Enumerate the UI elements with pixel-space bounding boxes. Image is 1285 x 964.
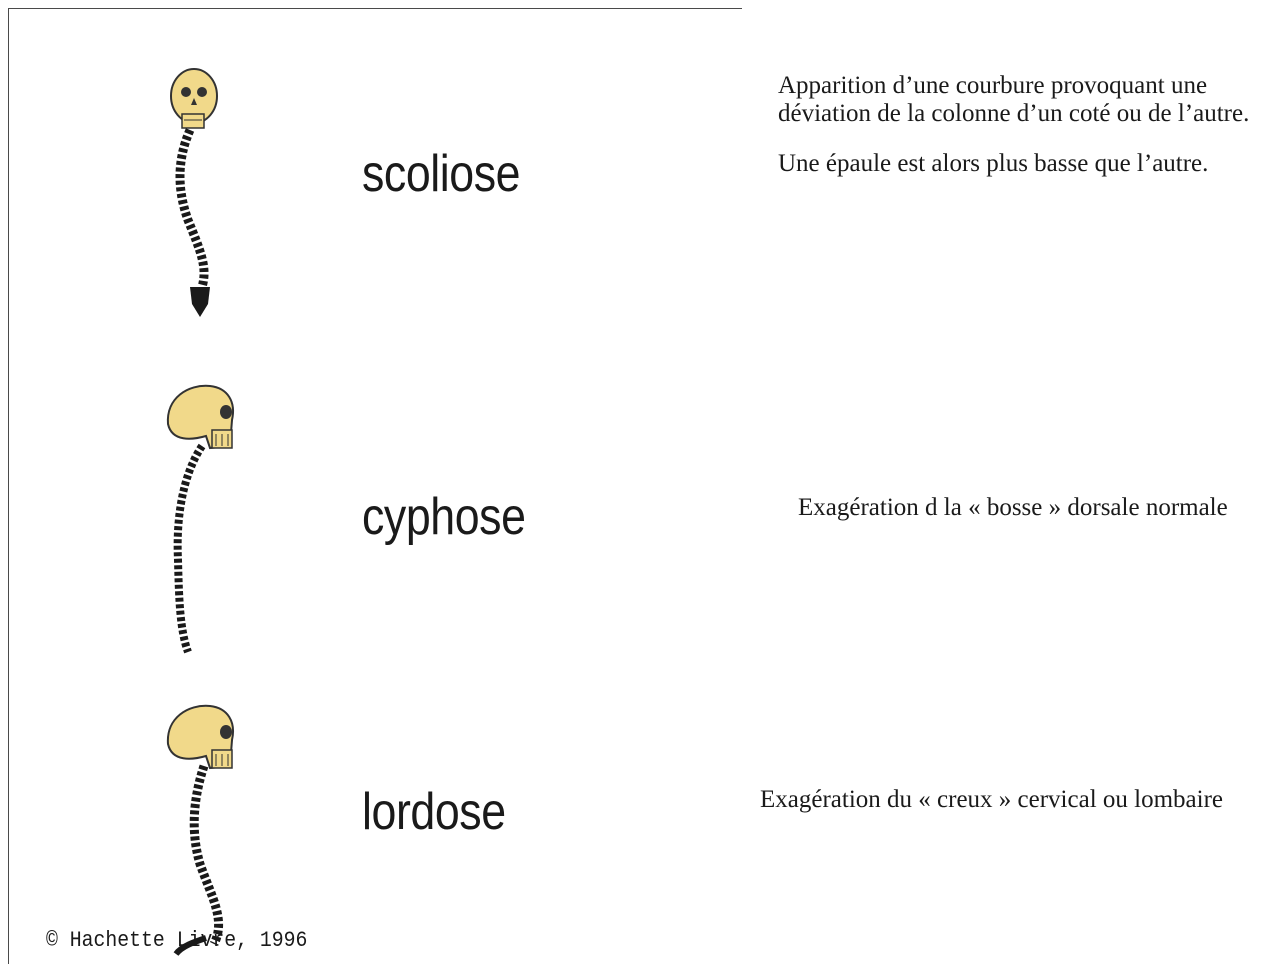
- label-lordose: lordose: [362, 786, 506, 838]
- lordose-description: Exagération du « creux » cervical ou lom…: [760, 786, 1240, 814]
- scoliose-description: Apparition d’une courbure provoquant une…: [778, 72, 1278, 178]
- lordosis-skeleton-illustration: [158, 700, 258, 956]
- label-cyphose: cyphose: [362, 491, 526, 543]
- scoliose-description-line-1: Apparition d’une courbure provoquant une…: [778, 72, 1278, 128]
- label-scoliose: scoliose: [362, 148, 520, 200]
- scoliose-description-line-2: Une épaule est alors plus basse que l’au…: [778, 150, 1248, 178]
- copyright-notice: © Hachette Livre, 1996: [46, 928, 307, 953]
- lordose-description-line-1: Exagération du « creux » cervical ou lom…: [760, 786, 1240, 814]
- cyphose-description-line-1: Exagération d la « bosse » dorsale norma…: [798, 494, 1258, 522]
- kyphosis-skeleton-illustration: [158, 380, 258, 662]
- scoliosis-skeleton-illustration: [150, 62, 250, 324]
- cyphose-description: Exagération d la « bosse » dorsale norma…: [798, 494, 1258, 522]
